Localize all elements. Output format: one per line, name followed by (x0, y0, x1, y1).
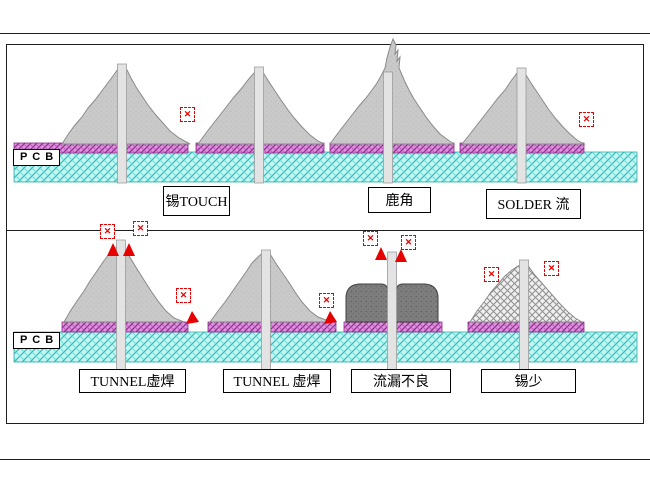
defect-arrow-icon (186, 311, 199, 324)
x-glyph: ✕ (366, 233, 375, 243)
defect-arrow-icon (324, 311, 337, 324)
page-rule-top (0, 33, 650, 34)
solder-mound-flow-defect-left (345, 283, 389, 323)
x-glyph: ✕ (404, 237, 413, 247)
bottom-panel-graphics (13, 239, 638, 375)
red-x-marker-icon: ✕ (319, 293, 334, 308)
lead-pin (516, 67, 527, 184)
red-x-marker-icon: ✕ (176, 288, 191, 303)
red-x-marker-icon: ✕ (484, 267, 499, 282)
panel-divider (6, 230, 644, 231)
top-panel-graphics (13, 37, 638, 184)
defect-caption-solder-touch: 锡TOUCH (163, 186, 230, 216)
x-glyph: ✕ (103, 226, 112, 236)
defect-caption-flow-leak: 流漏不良 (351, 369, 451, 393)
x-glyph: ✕ (322, 295, 331, 305)
x-glyph: ✕ (183, 109, 192, 119)
x-glyph: ✕ (582, 114, 591, 124)
defect-arrow-icon (107, 243, 119, 256)
lead-pin (117, 63, 127, 184)
red-x-marker-icon: ✕ (100, 224, 115, 239)
solder-mound-flow-defect-right (395, 283, 439, 323)
pcb-board-top (13, 151, 638, 183)
lead-pin (261, 249, 271, 375)
x-glyph: ✕ (136, 223, 145, 233)
solder-fillet-tunnel-2 (209, 250, 335, 323)
lead-pin (519, 259, 529, 375)
red-x-marker-icon: ✕ (401, 235, 416, 250)
pcb-label-top: P C B (13, 149, 61, 166)
defect-caption-insufficient-solder: 锡少 (481, 369, 576, 393)
solder-pad (207, 321, 337, 333)
defect-arrow-icon (395, 249, 407, 262)
lead-pin (116, 239, 126, 375)
page-rule-bottom (0, 459, 650, 460)
red-x-marker-icon: ✕ (180, 107, 195, 122)
lead-pin (254, 66, 264, 184)
diagram-frame (6, 44, 644, 424)
x-glyph: ✕ (547, 263, 556, 273)
lead-pin (383, 71, 393, 184)
x-glyph: ✕ (179, 290, 188, 300)
red-x-marker-icon: ✕ (363, 231, 378, 246)
defect-arrow-icon (123, 243, 135, 256)
pcb-label-bottom: P C B (13, 332, 61, 349)
lead-pin (387, 251, 397, 375)
red-x-marker-icon: ✕ (544, 261, 559, 276)
defect-caption-tunnel-1: TUNNEL虚焊 (79, 369, 186, 393)
defect-arrow-icon (375, 247, 387, 260)
red-x-marker-icon: ✕ (579, 112, 594, 127)
red-x-marker-icon: ✕ (133, 221, 148, 236)
defect-caption-tunnel-2: TUNNEL 虚焊 (223, 369, 331, 393)
defect-caption-horn: 鹿角 (368, 187, 431, 213)
x-glyph: ✕ (487, 269, 496, 279)
pcb-board-bottom (13, 331, 638, 363)
defect-caption-solder-flow: SOLDER 流 (486, 189, 581, 219)
